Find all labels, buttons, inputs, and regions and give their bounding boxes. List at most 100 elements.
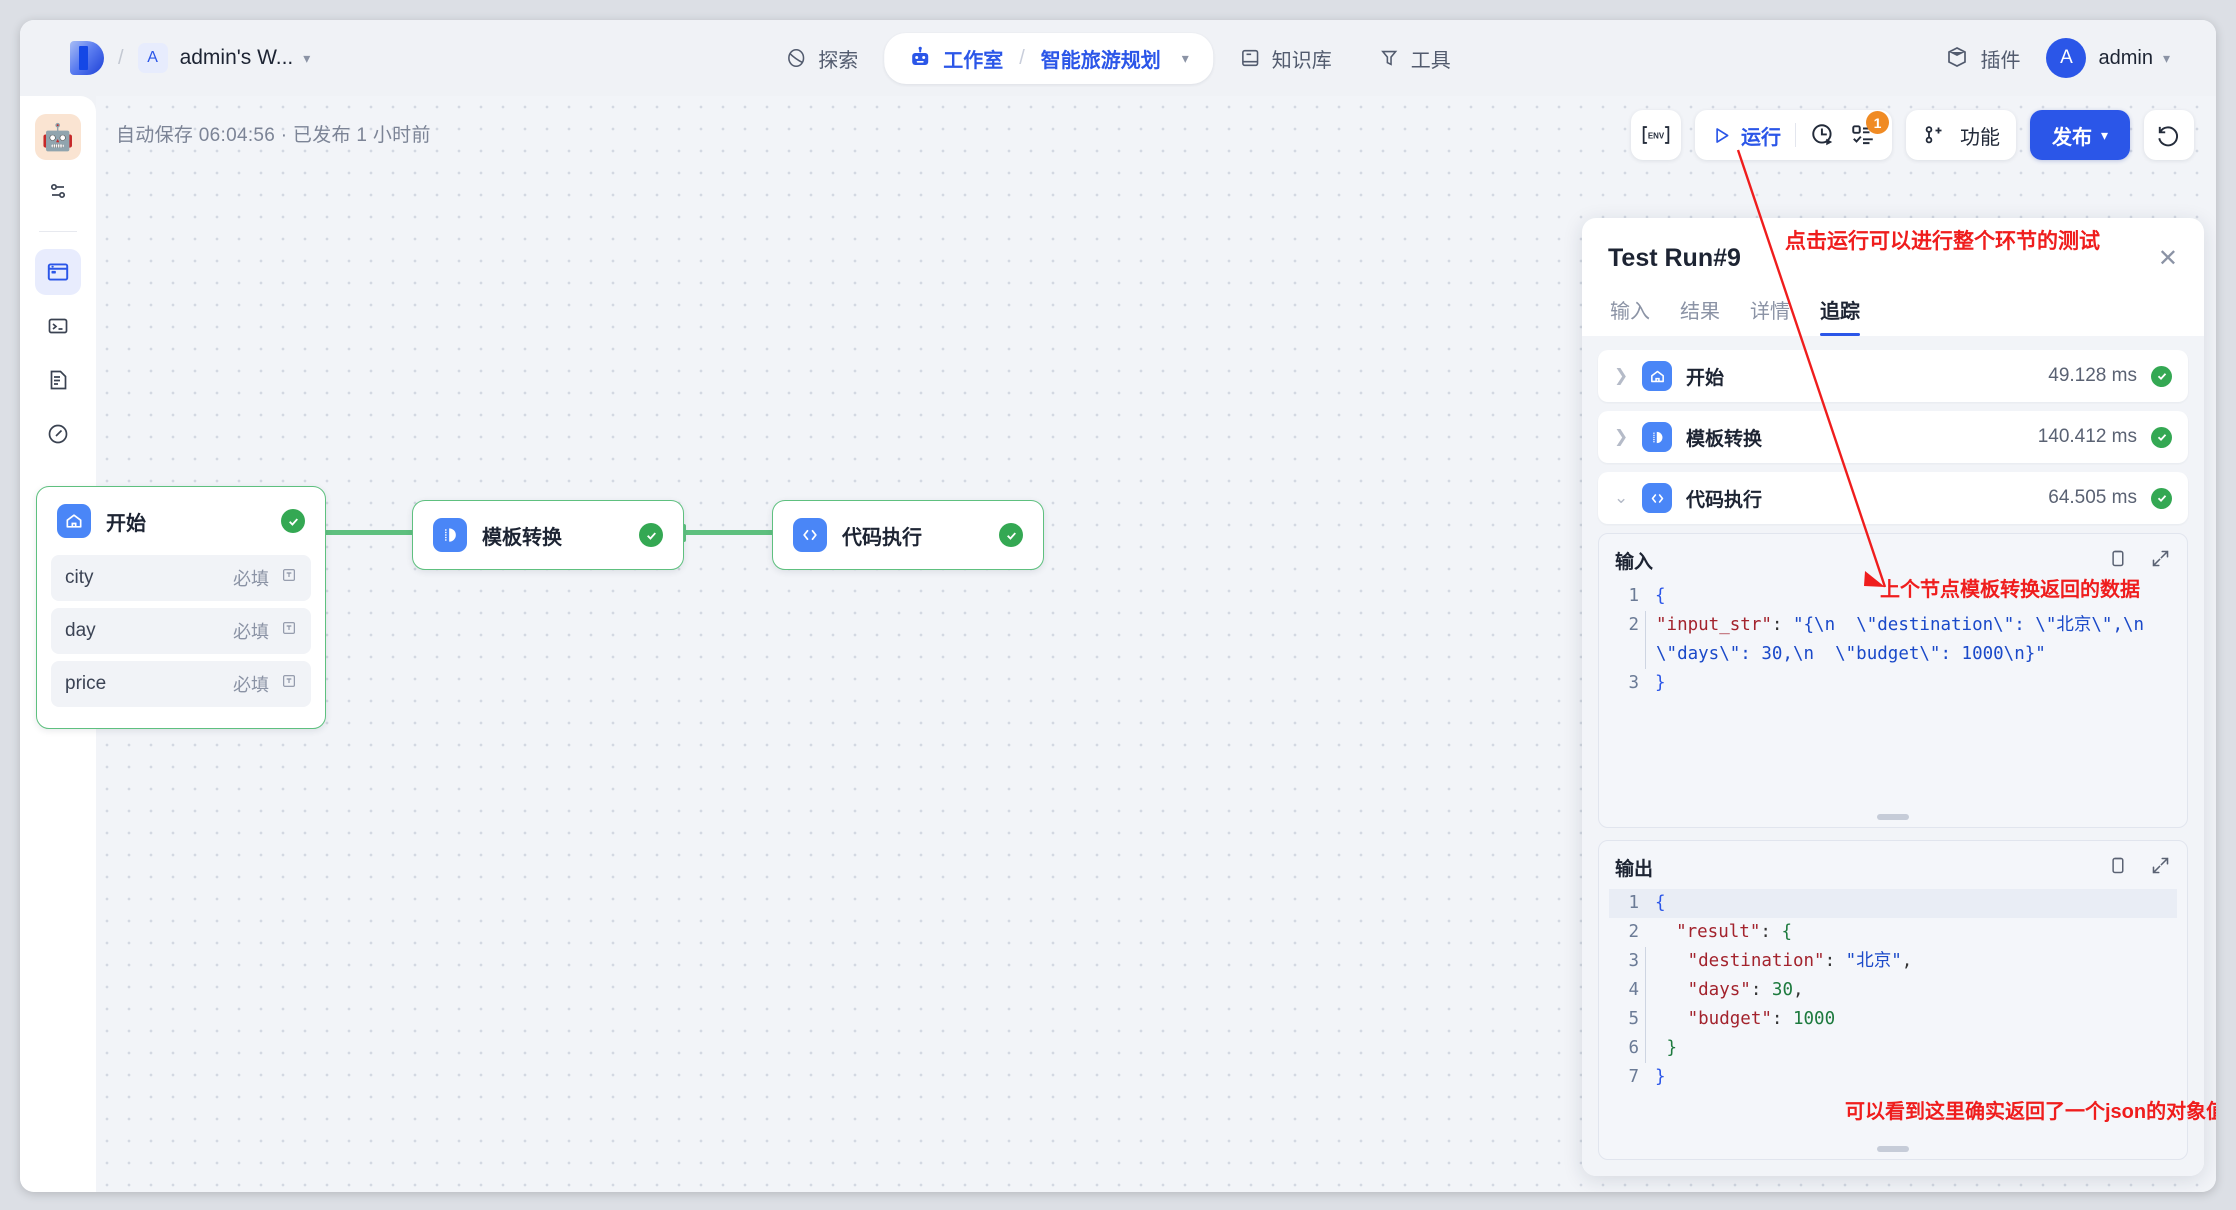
input-card-title: 输入 xyxy=(1615,552,1654,573)
output-code-card: 输出 1 { xyxy=(1598,840,2188,1160)
tasks-button[interactable]: 1 xyxy=(1850,111,1889,148)
trace-name: 模板转换 xyxy=(1686,428,1763,450)
line-text: { xyxy=(1655,893,1666,913)
tab-detail[interactable]: 详情 xyxy=(1750,301,1790,323)
brand-logo-icon[interactable] xyxy=(70,41,104,75)
chevron-right-icon[interactable]: ❯ xyxy=(1614,366,1629,385)
tab-trace[interactable]: 追踪 xyxy=(1820,295,1860,336)
nav-item-knowledge[interactable]: 知识库 xyxy=(1219,33,1352,84)
tab-input[interactable]: 输入 xyxy=(1610,301,1650,323)
chevron-down-icon[interactable]: ▾ xyxy=(2162,49,2170,66)
expand-icon[interactable] xyxy=(2150,855,2171,881)
resize-handle[interactable] xyxy=(1877,1146,1909,1152)
chevron-down-icon[interactable]: ⌄ xyxy=(1614,488,1629,507)
node-start[interactable]: 开始 city 必填 day 必填 xyxy=(36,486,326,729)
line-number: 3 xyxy=(1628,951,1639,971)
sidebar-item-bot[interactable]: 🤖 xyxy=(35,114,81,160)
node-code[interactable]: 代码执行 xyxy=(772,500,1044,570)
line-number: 1 xyxy=(1628,586,1639,606)
workspace-avatar: A xyxy=(137,43,168,73)
run-label: 运行 xyxy=(1740,126,1781,149)
sidebar-item-settings[interactable] xyxy=(35,168,81,214)
toolbar-divider xyxy=(1794,123,1796,147)
sidebar-item-workflow[interactable] xyxy=(35,249,81,295)
close-icon[interactable]: ✕ xyxy=(2157,244,2178,272)
window-icon xyxy=(47,263,69,281)
function-button[interactable]: 功能 xyxy=(1905,110,2016,160)
rail-divider xyxy=(39,231,77,232)
run-history-button[interactable] xyxy=(1810,122,1836,148)
line-number: 1 xyxy=(1628,893,1639,913)
field-key: price xyxy=(65,673,107,694)
annotation-run: 点击运行可以进行整个环节的测试 xyxy=(1785,230,2100,253)
node-start-fields: city 必填 day 必填 price 必填 xyxy=(37,555,325,728)
code-line: 3 "destination": "北京", xyxy=(1609,947,2177,976)
line-number: 4 xyxy=(1628,980,1639,1000)
node-template[interactable]: 模板转换 xyxy=(412,500,684,570)
tool-icon xyxy=(1380,50,1397,66)
line-number: 2 xyxy=(1628,922,1639,942)
line-text: } xyxy=(1655,673,1666,693)
sidebar-item-document[interactable] xyxy=(35,357,81,403)
trace-row[interactable]: ❯ 模板转换 140.412 ms xyxy=(1598,411,2188,463)
play-icon xyxy=(1716,127,1729,143)
start-icon xyxy=(57,504,91,538)
run-button[interactable]: 运行 xyxy=(1711,121,1781,150)
user-menu[interactable]: A admin ▾ xyxy=(2046,38,2170,78)
output-card-actions xyxy=(2107,855,2171,881)
code-line: 2 "input_str": "{\n \"destination\": \"北… xyxy=(1609,611,2177,669)
header-right: 插件 A admin ▾ xyxy=(1945,38,2170,78)
sidebar-item-terminal[interactable] xyxy=(35,303,81,349)
template-icon xyxy=(1642,422,1672,452)
code-line: 3 } xyxy=(1609,669,2177,698)
canvas-toolbar: ENV 运行 xyxy=(1630,110,2194,160)
line-number: 2 xyxy=(1628,615,1639,635)
input-code[interactable]: 1 { 2 "input_str": "{\n \"destination\":… xyxy=(1599,582,2187,698)
node-field-row[interactable]: day 必填 xyxy=(51,608,311,654)
nav-label-studio: 工作室 xyxy=(943,49,1004,72)
chevron-down-icon[interactable]: ▾ xyxy=(303,49,311,66)
trace-row[interactable]: ⌄ 代码执行 64.505 ms xyxy=(1598,472,2188,524)
app-window: / A admin's W... ▾ 探索 工作室 / xyxy=(20,20,2216,1192)
nav-item-studio[interactable]: 工作室 / 智能旅游规划 ▾ xyxy=(884,32,1213,84)
trace-row[interactable]: ❯ 开始 49.128 ms xyxy=(1598,350,2188,402)
line-text: } xyxy=(1645,1034,1677,1063)
workflow-canvas[interactable]: 自动保存 06:04:56 · 已发布 1 小时前 ENV 运行 xyxy=(36,96,2216,1192)
line-text: { xyxy=(1655,586,1666,606)
nav-label-knowledge: 知识库 xyxy=(1271,49,1332,72)
chevron-down-icon[interactable]: ▾ xyxy=(1181,49,1189,66)
box-icon xyxy=(1948,47,1967,67)
sidebar-item-monitor[interactable] xyxy=(35,411,81,457)
trace-name: 开始 xyxy=(1686,367,1725,389)
output-code[interactable]: 1 { 2 "result": { 3 "destination": "北京", xyxy=(1599,889,2187,1092)
robot-emoji-icon: 🤖 xyxy=(41,121,75,152)
node-field-row[interactable]: city 必填 xyxy=(51,555,311,601)
nav-crumb-separator: / xyxy=(1019,46,1025,69)
plugins-button[interactable]: 插件 xyxy=(1945,44,2020,73)
input-card-header: 输入 xyxy=(1599,534,2187,582)
status-badge xyxy=(2151,426,2172,448)
workspace-name[interactable]: admin's W... xyxy=(179,46,294,69)
line-number: 7 xyxy=(1628,1067,1639,1087)
resize-handle[interactable] xyxy=(1877,814,1909,820)
field-required: 必填 xyxy=(233,569,269,589)
tab-result[interactable]: 结果 xyxy=(1680,301,1720,323)
chevron-right-icon[interactable]: ❯ xyxy=(1614,427,1629,446)
version-history-button[interactable] xyxy=(2144,110,2194,160)
env-button[interactable]: ENV xyxy=(1630,110,1681,160)
copy-icon[interactable] xyxy=(2107,548,2128,574)
node-field-row[interactable]: price 必填 xyxy=(51,661,311,707)
line-text: "result": { xyxy=(1676,922,1792,942)
expand-icon[interactable] xyxy=(2150,548,2171,574)
code-line: 4 "days": 30, xyxy=(1609,976,2177,1005)
copy-icon[interactable] xyxy=(2107,855,2128,881)
nav-item-tools[interactable]: 工具 xyxy=(1358,33,1471,84)
publish-button[interactable]: 发布 ▾ xyxy=(2029,110,2130,160)
code-line: 1 { xyxy=(1609,582,2177,611)
nav-crumb-project[interactable]: 智能旅游规划 xyxy=(1040,49,1161,72)
panel-header: Test Run#9 ✕ xyxy=(1582,218,2204,273)
nav-item-explore[interactable]: 探索 xyxy=(765,33,878,84)
header-separator: / xyxy=(118,46,124,69)
autosave-status: 自动保存 06:04:56 · 已发布 1 小时前 xyxy=(116,125,431,146)
input-card-actions xyxy=(2107,548,2171,574)
